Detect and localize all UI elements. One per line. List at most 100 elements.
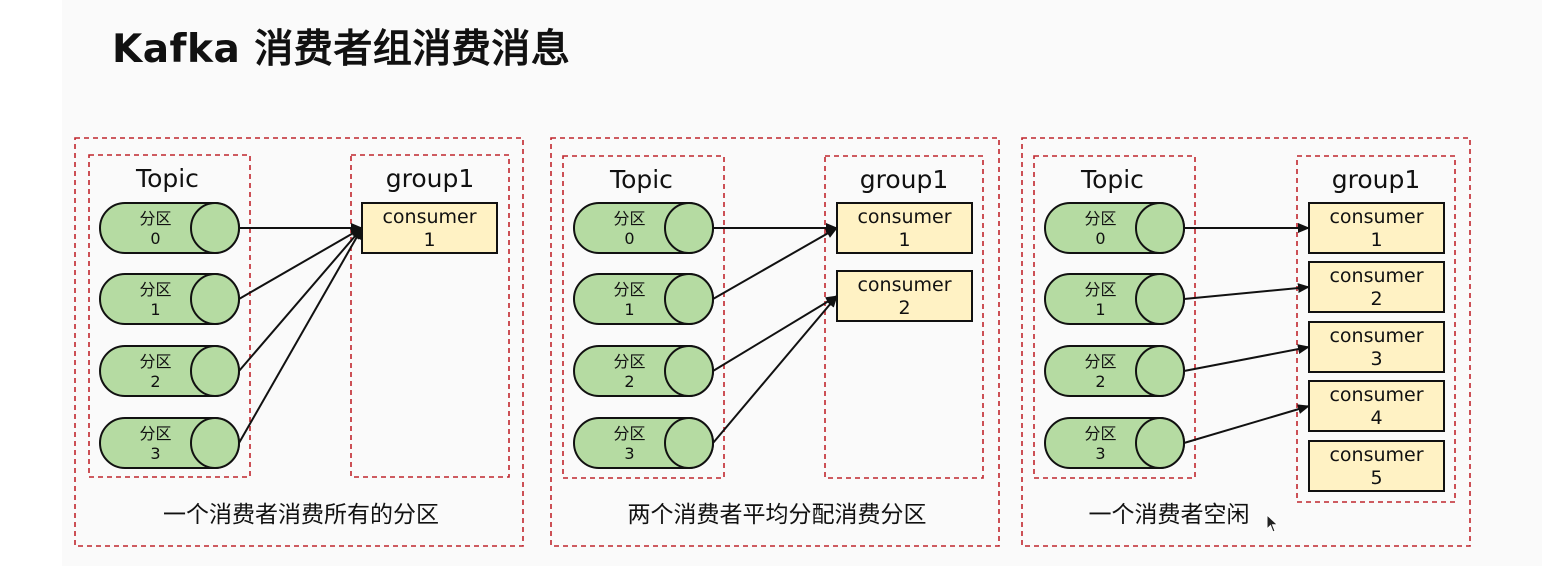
- consumer-label: consumer: [1329, 325, 1423, 347]
- partition-cylinder-0: 分区0: [573, 202, 714, 254]
- panel-border: [1021, 137, 1471, 547]
- arrow-partition-2-to-consumer-1: [238, 227, 363, 372]
- topic-box-border: [562, 155, 725, 479]
- arrow-partition-1-to-consumer-2: [1183, 283, 1310, 300]
- partition-label: 分区: [1084, 352, 1116, 371]
- consumer-box-rect: [361, 202, 498, 254]
- consumer-group-box-border: [350, 154, 510, 478]
- panel-caption: 一个消费者消费所有的分区: [163, 502, 439, 528]
- partition-label: 分区: [1084, 209, 1116, 228]
- partition-index: 3: [150, 444, 160, 463]
- consumer-label: consumer: [1329, 444, 1423, 466]
- partition-cap: [190, 417, 240, 469]
- partition-label: 分区: [139, 424, 171, 443]
- arrow-partition-2-to-consumer-2: [712, 295, 838, 372]
- partition-label: 分区: [613, 209, 645, 228]
- partition-cap: [664, 345, 714, 397]
- partition-index: 0: [1095, 229, 1105, 248]
- partition-cap: [190, 345, 240, 397]
- consumer-box-rect: [1308, 440, 1445, 492]
- partition-cap: [664, 417, 714, 469]
- partition-index: 1: [624, 300, 634, 319]
- consumer-index: 1: [1370, 229, 1382, 251]
- assignment-arrows: [1183, 223, 1310, 444]
- arrow-partition-3-to-consumer-4: [1183, 404, 1310, 444]
- partition-cap: [664, 202, 714, 254]
- arrow-partition-1-to-consumer-1: [712, 227, 838, 300]
- topic-box-border: [88, 154, 251, 478]
- group-label: group1: [386, 164, 475, 193]
- partition-label: 分区: [139, 352, 171, 371]
- partition-cylinder-1: 分区1: [1044, 273, 1185, 325]
- partition-cylinder-2: 分区2: [99, 345, 240, 397]
- partition-cylinder-2: 分区2: [573, 345, 714, 397]
- partition-cylinder-0: 分区0: [1044, 202, 1185, 254]
- arrow-partition-3-to-consumer-2: [712, 295, 838, 444]
- partition-cylinder-3: 分区3: [1044, 417, 1185, 469]
- consumer-index: 2: [898, 297, 910, 319]
- page-title: Kafka 消费者组消费消息: [112, 27, 571, 72]
- partition-cylinder-1: 分区1: [99, 273, 240, 325]
- partition-index: 1: [1095, 300, 1105, 319]
- consumer-label: consumer: [857, 274, 951, 296]
- group-label: group1: [860, 165, 949, 194]
- consumer-group-box-border: [824, 155, 984, 479]
- topic-label: Topic: [609, 165, 673, 194]
- partition-index: 3: [1095, 444, 1105, 463]
- partition-cap: [1135, 273, 1185, 325]
- partition-cap: [664, 273, 714, 325]
- consumer-index: 1: [423, 229, 435, 251]
- partition-index: 0: [150, 229, 160, 248]
- partition-index: 1: [150, 300, 160, 319]
- partition-cylinder-3: 分区3: [573, 417, 714, 469]
- partition-index: 2: [624, 372, 634, 391]
- partition-cap: [1135, 417, 1185, 469]
- partition-cylinder-1: 分区1: [573, 273, 714, 325]
- consumer-group-box: group1consumer1consumer2consumer3consume…: [1296, 155, 1456, 503]
- partition-label: 分区: [613, 280, 645, 299]
- left-margin-strip: [0, 0, 62, 566]
- partition-index: 3: [624, 444, 634, 463]
- topic-label: Topic: [1080, 165, 1144, 194]
- partition-label: 分区: [613, 424, 645, 443]
- partition-index: 0: [624, 229, 634, 248]
- assignment-arrows: [238, 223, 363, 444]
- mouse-pointer-icon: [1266, 514, 1279, 533]
- consumer-index: 3: [1370, 348, 1382, 370]
- panel-border: [550, 137, 1000, 547]
- consumer-label: consumer: [382, 206, 476, 228]
- consumer-index: 4: [1370, 407, 1382, 429]
- partition-label: 分区: [1084, 424, 1116, 443]
- consumer-box-rect: [1308, 202, 1445, 254]
- group-label: group1: [1332, 165, 1421, 194]
- partition-label: 分区: [139, 280, 171, 299]
- panel-border: [74, 137, 524, 547]
- topic-label: Topic: [135, 164, 199, 193]
- partition-index: 2: [1095, 372, 1105, 391]
- partition-label: 分区: [139, 209, 171, 228]
- consumer-box-rect: [1308, 261, 1445, 313]
- consumer-label: consumer: [1329, 265, 1423, 287]
- panel-caption: 一个消费者空闲: [1089, 502, 1250, 528]
- consumer-index: 2: [1370, 288, 1382, 310]
- consumer-label: consumer: [1329, 384, 1423, 406]
- partition-label: 分区: [1084, 280, 1116, 299]
- partition-cylinder-3: 分区3: [99, 417, 240, 469]
- topic-box-border: [1033, 155, 1196, 479]
- partition-cylinder-2: 分区2: [1044, 345, 1185, 397]
- partition-index: 2: [150, 372, 160, 391]
- consumer-label: consumer: [1329, 206, 1423, 228]
- scenario-panel-3: Topic分区0分区1分区2分区3group1consumer1consumer…: [1021, 137, 1471, 547]
